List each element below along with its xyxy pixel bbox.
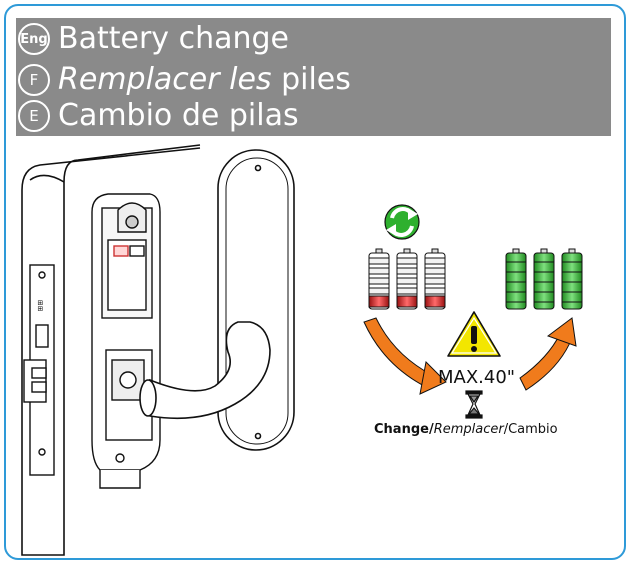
title-spanish-text: Cambio de pilas bbox=[58, 98, 299, 133]
title-french-text: Remplacer les piles bbox=[58, 63, 351, 97]
title-english: Eng Battery change bbox=[18, 22, 289, 56]
battery-icon bbox=[533, 248, 555, 310]
warning-icon bbox=[447, 311, 501, 357]
change-label-end: /Cambio bbox=[504, 422, 558, 437]
arrow-down-icon bbox=[363, 317, 447, 395]
change-label-bold: Change/ bbox=[374, 422, 434, 437]
empty-batteries bbox=[368, 248, 446, 310]
battery-icon bbox=[505, 248, 527, 310]
battery-icon bbox=[561, 248, 583, 310]
english-badge: Eng bbox=[18, 23, 50, 55]
lock-body bbox=[91, 193, 161, 489]
svg-text:⊞⊞: ⊞⊞ bbox=[36, 300, 44, 312]
title-french-rest: piles bbox=[271, 62, 351, 97]
battery-icon bbox=[368, 248, 390, 310]
change-label: Change/Remplacer/Cambio bbox=[374, 422, 558, 437]
french-badge: F bbox=[18, 64, 50, 96]
title-english-text: Battery change bbox=[58, 21, 289, 56]
spanish-badge: E bbox=[18, 100, 50, 132]
lock-faceplate: ⊞⊞ bbox=[23, 264, 55, 476]
arrow-up-icon bbox=[519, 317, 577, 391]
hourglass-icon bbox=[465, 390, 483, 419]
title-french: F Remplacer les piles bbox=[18, 63, 351, 97]
recycle-icon bbox=[384, 204, 420, 240]
title-banner: Eng Battery change F Remplacer les piles… bbox=[16, 18, 611, 136]
door-edge bbox=[21, 144, 201, 556]
title-french-italic: Remplacer les bbox=[58, 62, 272, 97]
document-frame bbox=[4, 4, 626, 560]
max-time-label: MAX.40" bbox=[438, 367, 515, 388]
change-label-italic: Remplacer bbox=[434, 422, 506, 437]
battery-icon bbox=[424, 248, 446, 310]
lever-handle bbox=[139, 321, 271, 420]
title-spanish: E Cambio de pilas bbox=[18, 99, 299, 133]
full-batteries bbox=[505, 248, 583, 310]
battery-icon bbox=[396, 248, 418, 310]
